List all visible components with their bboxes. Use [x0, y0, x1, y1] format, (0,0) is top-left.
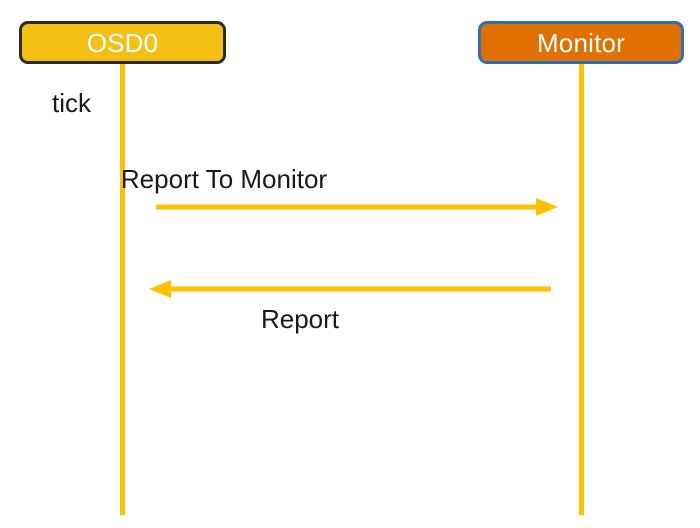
message-label-report-to-monitor: Report To Monitor	[120, 164, 328, 194]
arrow-head-left	[149, 280, 171, 298]
message-arrow-report[interactable]	[145, 278, 557, 300]
note-label-tick: tick	[52, 88, 91, 118]
message-arrow-report-to-monitor[interactable]	[150, 196, 560, 218]
arrow-head-right	[536, 198, 558, 216]
lifeline-monitor	[579, 61, 584, 515]
participant-label-osd0: OSD0	[86, 27, 159, 58]
lifeline-osd0	[120, 61, 125, 515]
participant-box-monitor[interactable]: Monitor	[478, 21, 684, 64]
message-label-report: Report	[260, 304, 340, 334]
participant-box-osd0[interactable]: OSD0	[19, 21, 226, 64]
participant-label-monitor: Monitor	[536, 27, 626, 58]
